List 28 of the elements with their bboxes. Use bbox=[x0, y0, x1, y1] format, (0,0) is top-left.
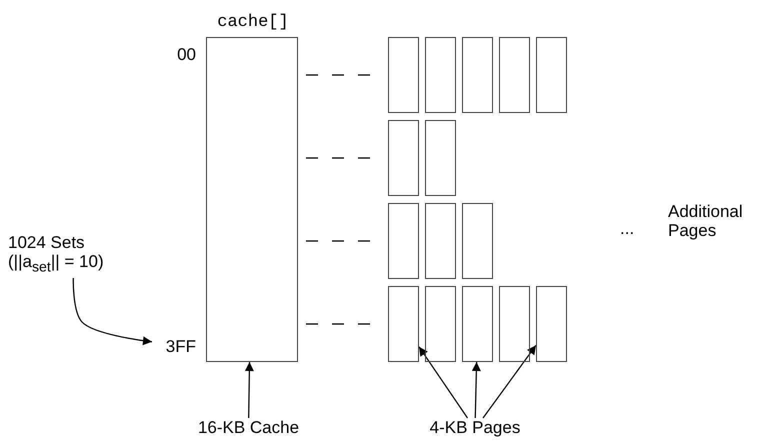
ellipsis-label: ... bbox=[620, 220, 636, 239]
address-label: 00 bbox=[176, 46, 196, 65]
caption-text: 1024 Sets (||a$_{set}$|| = 10) bbox=[8, 234, 105, 276]
arrow bbox=[72, 278, 152, 346]
page-block bbox=[425, 37, 456, 113]
caption-text: 4-KB Pages bbox=[430, 419, 520, 438]
page-block bbox=[425, 286, 456, 362]
page-block bbox=[462, 203, 493, 279]
page-block bbox=[425, 203, 456, 279]
arrow bbox=[418, 346, 468, 418]
page-block bbox=[536, 286, 567, 362]
page-block bbox=[499, 286, 530, 362]
page-block bbox=[462, 37, 493, 113]
note-label: Additional Pages bbox=[668, 203, 744, 240]
page-block bbox=[388, 120, 419, 196]
array-name: cache[] bbox=[216, 14, 290, 33]
page-block bbox=[425, 120, 456, 196]
caption-text: 16-KB Cache bbox=[198, 419, 300, 438]
page-block bbox=[388, 286, 419, 362]
arrow bbox=[482, 344, 536, 418]
address-label: 3FF bbox=[166, 338, 196, 357]
page-block bbox=[536, 37, 567, 113]
arrow bbox=[472, 362, 481, 418]
page-block bbox=[462, 286, 493, 362]
arrow bbox=[244, 362, 254, 418]
page-block bbox=[388, 203, 419, 279]
page-block bbox=[388, 37, 419, 113]
page-block bbox=[499, 37, 530, 113]
